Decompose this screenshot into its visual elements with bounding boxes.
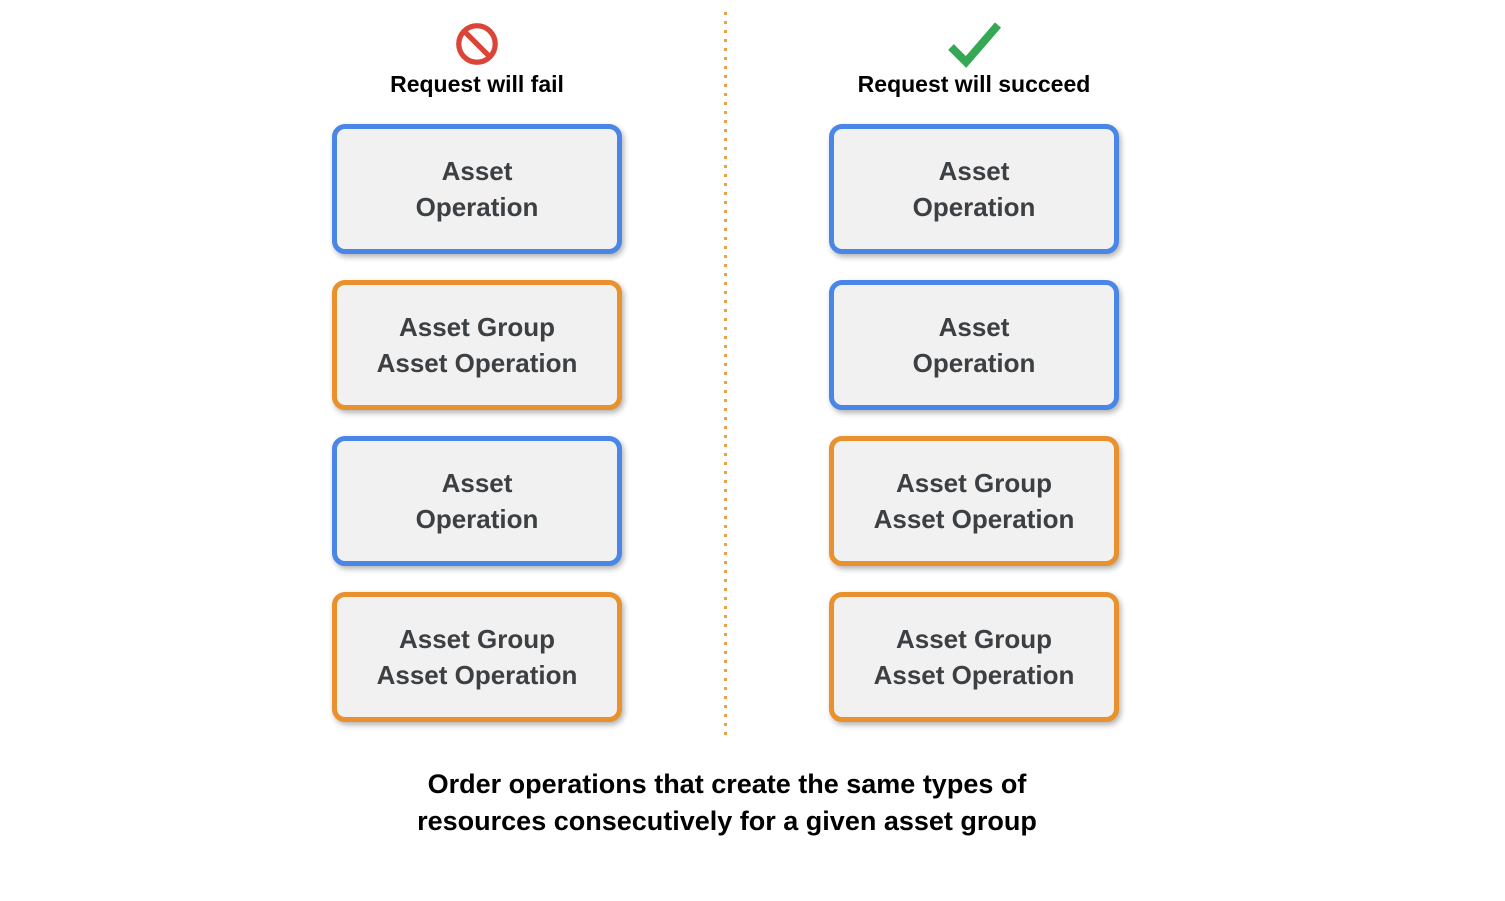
op-box: Asset Group Asset Operation [332, 592, 622, 722]
op-box: Asset Group Asset Operation [332, 280, 622, 410]
prohibition-icon [454, 20, 500, 68]
column-divider [724, 12, 727, 737]
diagram-caption: Order operations that create the same ty… [417, 769, 1037, 836]
op-box: Asset Operation [829, 280, 1119, 410]
op-box: Asset Group Asset Operation [829, 436, 1119, 566]
op-box: Asset Group Asset Operation [829, 592, 1119, 722]
succeed-column: Request will succeed Asset Operation Ass… [829, 0, 1119, 722]
succeed-header: Request will succeed [857, 71, 1091, 97]
check-icon [945, 20, 1003, 68]
op-box: Asset Operation [829, 124, 1119, 254]
fail-header: Request will fail [390, 71, 564, 97]
op-box: Asset Operation [332, 436, 622, 566]
op-box: Asset Operation [332, 124, 622, 254]
fail-column: Request will fail Asset Operation Asset … [332, 0, 622, 722]
